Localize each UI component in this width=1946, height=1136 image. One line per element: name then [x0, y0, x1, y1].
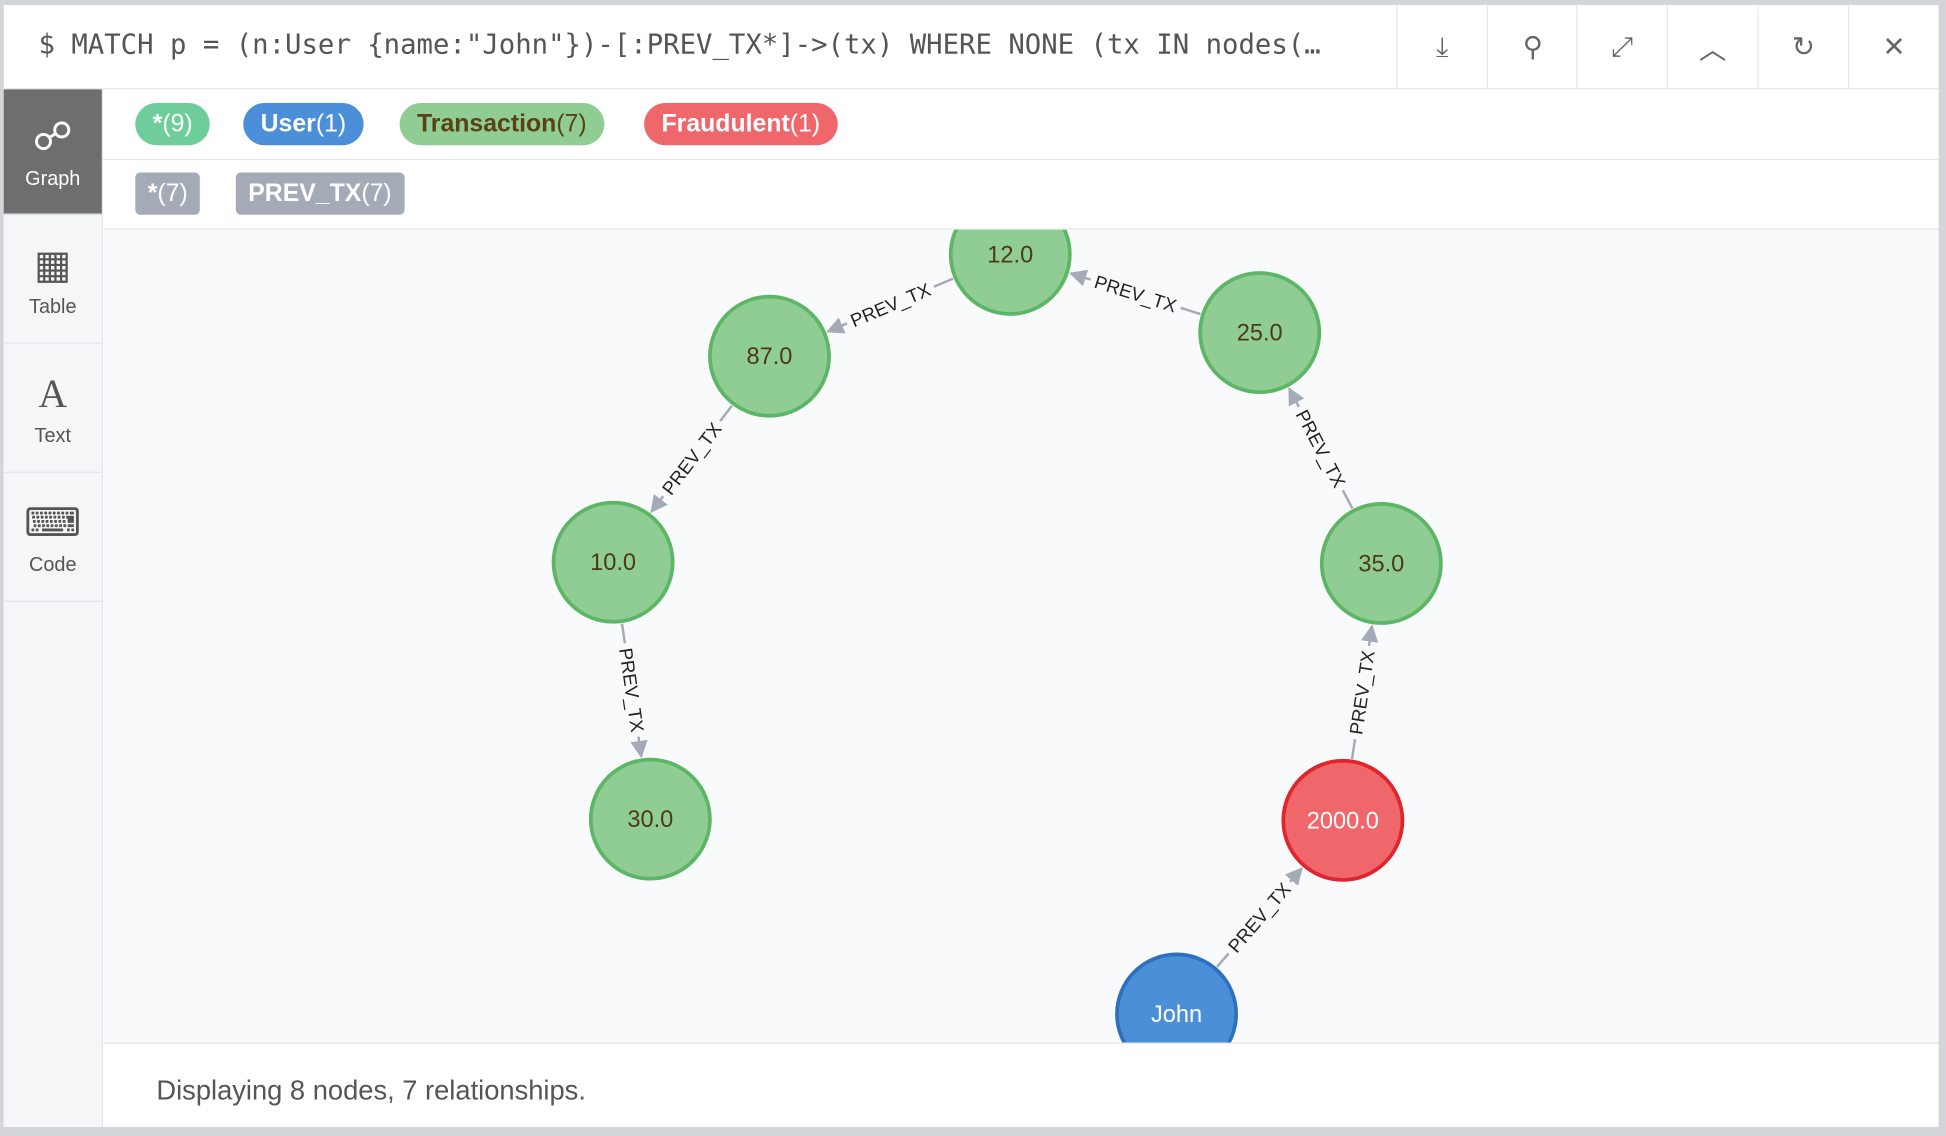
table-icon: ▦ [33, 241, 72, 287]
label-pill-user[interactable]: User(1) [243, 103, 364, 146]
edge-line [620, 623, 627, 644]
edge-arrow [826, 317, 848, 334]
node-circle [1281, 758, 1405, 882]
relationship-edge[interactable]: PREV_TX [1288, 387, 1354, 510]
rel-pill-prev-tx[interactable]: PREV_TX(7) [235, 172, 405, 215]
frame-header: $ MATCH p = (n:User {name:"John"})-[:PRE… [3, 4, 1939, 90]
relationship-edge[interactable]: PREV_TX [1216, 867, 1303, 968]
relationship-edge[interactable]: PREV_TX [614, 623, 648, 759]
graph-node-fraudulent[interactable]: 2000.0 [1281, 758, 1405, 882]
sidebar-item-text[interactable]: A Text [3, 344, 102, 473]
status-text: Displaying 8 nodes, 7 relationships. [156, 1074, 586, 1106]
graph-icon: ☍ [32, 114, 73, 159]
graph-svg[interactable]: PREV_TX PREV_TX PREV_TX PREV_TX PREV_TX PREV_… [103, 229, 1939, 1043]
chevron-up-icon: ︿ [1699, 32, 1727, 64]
collapse-button[interactable]: ︿ [1666, 4, 1758, 89]
close-button[interactable]: ✕ [1847, 4, 1939, 89]
node-circle [1115, 952, 1238, 1043]
edge-line [1350, 738, 1357, 760]
edge-label: PREV_TX [847, 279, 934, 333]
edge-label: PREV_TX [1291, 406, 1350, 492]
query-text[interactable]: $ MATCH p = (n:User {name:"John"})-[:PRE… [38, 29, 1321, 61]
node-caption: 10.0 [590, 549, 636, 575]
rel-pill-all[interactable]: *(7) [135, 172, 201, 215]
graph-node-transaction[interactable]: 10.0 [551, 500, 675, 624]
code-icon: ⌨ [24, 499, 82, 545]
edge-arrow [630, 736, 648, 759]
status-bar: Displaying 8 nodes, 7 relationships. [103, 1042, 1939, 1129]
edge-line [1341, 489, 1354, 510]
node-labels-row: *(9) User(1) Transaction(7) Fraudulent(1… [103, 89, 1939, 161]
edge-arrow [650, 494, 668, 514]
edge-arrow [1068, 269, 1091, 287]
relationship-edge[interactable]: PREV_TX [1345, 624, 1380, 760]
edge-line [1216, 952, 1230, 968]
edge-label: PREV_TX [1092, 271, 1180, 318]
close-icon: ✕ [1882, 30, 1906, 62]
node-caption: 87.0 [747, 343, 793, 369]
node-caption: 30.0 [627, 806, 673, 832]
edge-arrow [1361, 624, 1379, 647]
rerun-button[interactable]: ↻ [1757, 4, 1848, 89]
view-sidebar: ☍ Graph ▦ Table A Text ⌨ Code [3, 89, 104, 1127]
edge-label: PREV_TX [658, 418, 727, 499]
pin-button[interactable]: ⚲ [1486, 4, 1578, 89]
graph-node-transaction[interactable]: 30.0 [588, 757, 712, 881]
node-caption: John [1151, 1001, 1202, 1027]
sidebar-item-graph[interactable]: ☍ Graph [3, 89, 102, 215]
edge-arrow [1288, 387, 1305, 408]
sidebar-item-label: Text [34, 425, 71, 447]
graph-node-user[interactable]: John [1115, 952, 1238, 1043]
node-circle [551, 500, 675, 624]
node-caption: 12.0 [987, 241, 1033, 267]
node-circle [1319, 502, 1443, 625]
graph-node-transaction[interactable]: 25.0 [1198, 271, 1322, 395]
edge-line [933, 277, 954, 288]
node-circle [708, 294, 831, 418]
relationship-edge[interactable]: PREV_TX [826, 277, 954, 334]
graph-node-transaction[interactable]: 87.0 [708, 294, 831, 418]
edge-label: PREV_TX [1224, 878, 1296, 957]
graph-canvas[interactable]: PREV_TX PREV_TX PREV_TX PREV_TX PREV_TX PREV_… [103, 229, 1939, 1043]
sidebar-item-code[interactable]: ⌨ Code [3, 473, 102, 602]
sidebar-item-table[interactable]: ▦ Table [3, 215, 102, 344]
refresh-icon: ↻ [1791, 30, 1815, 62]
relationship-edge[interactable]: PREV_TX [1068, 269, 1201, 318]
relationship-edge[interactable]: PREV_TX [650, 404, 733, 514]
sidebar-item-label: Graph [25, 168, 81, 190]
edge-arrow [1284, 867, 1303, 886]
label-pill-transaction[interactable]: Transaction(7) [399, 103, 605, 146]
label-pill-all[interactable]: *(9) [135, 103, 211, 146]
graph-node-transaction[interactable]: 35.0 [1319, 502, 1443, 625]
result-frame: $ MATCH p = (n:User {name:"John"})-[:PRE… [3, 4, 1939, 1129]
pin-icon: ⚲ [1522, 30, 1543, 62]
node-circle [588, 757, 712, 881]
text-icon: A [38, 370, 68, 416]
edge-line [1180, 306, 1201, 316]
fullscreen-button[interactable]: ⤢ [1576, 4, 1667, 89]
download-button[interactable]: ⤓ [1396, 4, 1487, 89]
edge-label: PREV_TX [1345, 648, 1379, 736]
graph-node-transaction[interactable]: 12.0 [948, 229, 1072, 316]
download-icon: ⤓ [1436, 30, 1449, 62]
node-caption: 2000.0 [1307, 807, 1379, 833]
node-caption: 35.0 [1358, 550, 1404, 576]
sidebar-item-label: Table [29, 296, 77, 318]
sidebar-item-label: Code [29, 554, 77, 576]
node-caption: 25.0 [1237, 320, 1283, 346]
node-circle [948, 229, 1072, 316]
label-pill-fraudulent[interactable]: Fraudulent(1) [644, 103, 838, 146]
relationship-types-row: *(7) PREV_TX(7) [103, 159, 1939, 230]
edge-label: PREV_TX [614, 647, 648, 735]
edge-line [719, 404, 733, 422]
node-circle [1198, 271, 1322, 395]
expand-icon: ⤢ [1611, 30, 1634, 62]
